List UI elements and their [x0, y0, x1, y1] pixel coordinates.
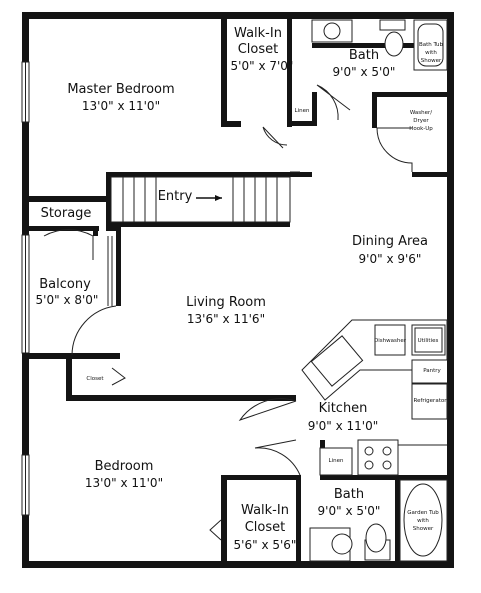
walkin-top-dim: 5'0" x 7'0" — [231, 59, 294, 73]
staircase — [110, 176, 291, 223]
master-bedroom-label: Master Bedroom — [67, 82, 174, 97]
bath-tub-label1: Bath Tub — [419, 42, 444, 48]
washer-label1: Washer/ — [410, 110, 432, 116]
dining-dim: 9'0" x 9'6" — [359, 252, 422, 266]
utilities-label: Utilities — [418, 338, 439, 344]
living-room-label: Living Room — [186, 295, 266, 310]
closet-label: Closet — [86, 376, 104, 382]
bath-tub-label2: with — [425, 50, 437, 56]
balcony-label: Balcony — [39, 277, 91, 292]
bath-bottom-dim: 9'0" x 5'0" — [318, 504, 381, 518]
walkin-bottom-label: Walk-In — [241, 503, 289, 518]
bath-top-dim: 9'0" x 5'0" — [333, 65, 396, 79]
walkin-top-label: Walk-In — [234, 26, 282, 41]
entry-label: Entry — [158, 189, 193, 204]
bath-bottom-label: Bath — [334, 487, 364, 502]
dishwasher-label: Dishwasher — [374, 338, 407, 344]
bath-top-label: Bath — [349, 48, 379, 63]
fixtures — [301, 19, 448, 562]
balcony-dim: 5'0" x 8'0" — [36, 293, 99, 307]
garden-tub-label2: with — [417, 518, 429, 524]
walkin-top-label2: Closet — [238, 42, 279, 57]
fixture-labels: Bath Tub with Shower Linen Washer/ Dryer… — [86, 42, 447, 532]
garden-tub-label1: Garden Tub — [407, 510, 439, 516]
washer-label2: Dryer — [413, 118, 429, 124]
washer-label3: Hook-Up — [409, 126, 433, 132]
linen-top-label: Linen — [295, 108, 310, 114]
room-labels: Walk-In Closet 5'0" x 7'0" Bath 9'0" x 5… — [36, 26, 428, 552]
kitchen-dim: 9'0" x 11'0" — [308, 419, 379, 433]
living-room-dim: 13'6" x 11'6" — [187, 312, 265, 326]
bedroom-dim: 13'0" x 11'0" — [85, 476, 163, 490]
kitchen-label: Kitchen — [319, 401, 368, 416]
bedroom-label: Bedroom — [95, 459, 154, 474]
bath-tub-label3: Shower — [421, 58, 442, 64]
pantry-label: Pantry — [423, 368, 441, 374]
garden-tub-label3: Shower — [413, 526, 434, 532]
storage-label: Storage — [41, 206, 92, 221]
dining-label: Dining Area — [352, 234, 428, 249]
refrigerator-label: Refrigerator — [414, 398, 448, 404]
master-bedroom-dim: 13'0" x 11'0" — [82, 99, 160, 113]
walkin-bottom-dim: 5'6" x 5'6" — [234, 538, 297, 552]
walkin-bottom-label2: Closet — [245, 520, 286, 535]
linen-bottom-label: Linen — [329, 458, 344, 464]
